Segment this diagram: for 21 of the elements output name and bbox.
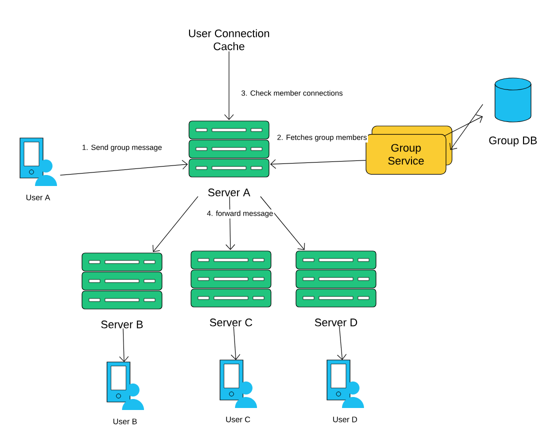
arrow xyxy=(450,104,484,150)
arrow xyxy=(444,114,483,136)
node-label: Server D xyxy=(314,318,358,326)
arrow xyxy=(260,196,305,250)
arrow xyxy=(230,326,240,360)
server: Server B xyxy=(82,252,162,328)
arrow xyxy=(224,51,234,120)
server: Server D xyxy=(296,250,376,326)
server: Server C xyxy=(190,250,272,326)
cache-label: User Connection Cache xyxy=(189,29,270,50)
database: Group DB xyxy=(489,78,537,146)
service-box: Group Service xyxy=(366,126,452,175)
server: Server A xyxy=(188,120,270,196)
node-label: Group DB xyxy=(489,136,537,146)
arrow xyxy=(119,328,129,362)
arrow xyxy=(337,326,347,360)
node-label: Server B xyxy=(101,320,143,328)
node-label: Server A xyxy=(208,188,250,196)
arrow xyxy=(270,159,366,169)
arrow xyxy=(152,196,198,252)
node-label: Server C xyxy=(210,318,252,326)
